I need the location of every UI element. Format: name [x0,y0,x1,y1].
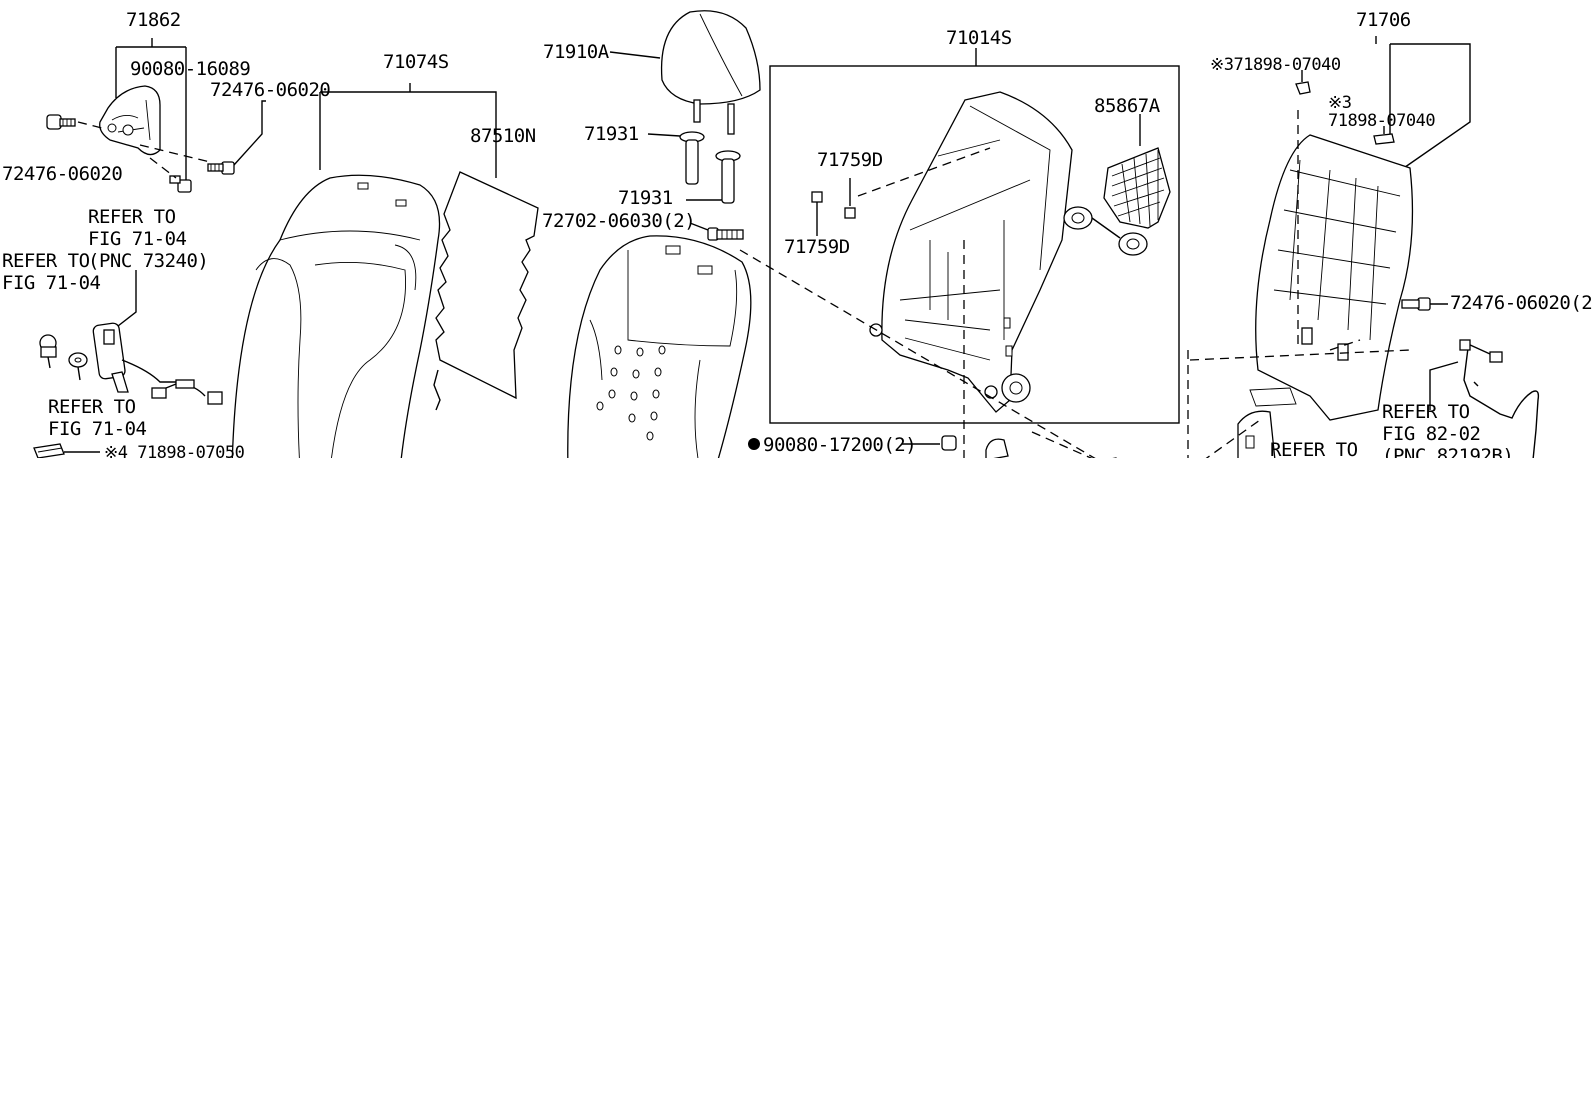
label-72476-06020-right: 72476-06020(2) [1450,292,1592,314]
refer-d-line3: (PNC 82192B) [1382,445,1513,458]
label-72476-06020-top: 72476-06020 [210,79,330,101]
nut-90080-17200 [748,435,957,451]
label-71898-07040-a: ※371898-07040 [1210,55,1341,75]
bolt-72476-right [1401,297,1448,311]
seat-back-cover-71074S [231,83,497,458]
headrest-71910A [609,10,761,135]
label-87510N: 87510N [470,125,536,147]
label-85867A: 85867A [1094,95,1161,117]
refer-b-line1: REFER TO [2,250,90,272]
seat-belt-buckle [39,270,223,405]
refer-c-line1: REFER TO [48,396,136,418]
seat-frame-71014S [869,48,1073,413]
label-71910A: 71910A [543,41,610,63]
lumbar-85867A [1063,114,1171,256]
label-71759D-a: 71759D [817,149,883,171]
label-71898-07040-b: 71898-07040 [1328,111,1435,131]
label-71898-07050: ※4 71898-07050 [104,443,245,458]
part-71862-group [46,38,266,193]
guide-71931-a [647,131,705,185]
wire-harness [1429,339,1540,458]
bracket-71862 [99,85,161,156]
label-90080-16089: 90080-16089 [130,58,250,80]
label-90080-17200: 90080-17200(2) [763,434,916,456]
label-71898-07040-b-mark: ※3 [1328,93,1351,113]
clip-71898-07040 [1295,70,1395,145]
leader-71862 [115,38,187,192]
label-72702-06030: 72702-06030(2) [542,210,695,232]
exploded-seat-back-diagram: 71862 90080-16089 72476-06020 72476-0602… [2,9,1592,458]
refer-c-line2: FIG 71-04 [48,418,147,440]
label-71931-a: 71931 [584,123,639,145]
bolt-72476-top [207,161,235,175]
label-72476-06020-left: 72476-06020 [2,163,122,185]
refer-b-line2: FIG 71-04 [2,272,101,294]
refer-d-line2: FIG 82-02 [1382,423,1480,445]
label-71759D-b: 71759D [784,236,850,258]
seat-back-pad [567,235,752,458]
bracket-small [985,438,1009,458]
bolt-90080-16089 [169,175,192,193]
clip-71759D [811,178,856,236]
bolt-72476-left [46,114,76,130]
refer-a-line3: (PNC 73240) [88,250,208,272]
refer-e-line1: REFER TO [1270,439,1358,458]
label-71074S: 71074S [383,51,449,73]
label-71862: 71862 [126,9,181,31]
bolt-72702-06030 [689,222,744,241]
refer-a-line1: REFER TO [88,206,176,228]
panel-87510N [433,171,539,411]
refer-d-line1: REFER TO [1382,401,1470,423]
seat-back-board-71706 [1237,36,1471,458]
diagram-viewport: 71862 90080-16089 72476-06020 72476-0602… [0,0,1592,458]
label-71706: 71706 [1356,9,1411,31]
refer-a-line2: FIG 71-04 [88,228,187,250]
label-71014S: 71014S [946,27,1012,49]
label-71931-b: 71931 [618,187,673,209]
pad-71898-07050 [33,443,100,458]
guide-71931-b [686,150,741,204]
assembly-frame-box [769,65,1180,424]
